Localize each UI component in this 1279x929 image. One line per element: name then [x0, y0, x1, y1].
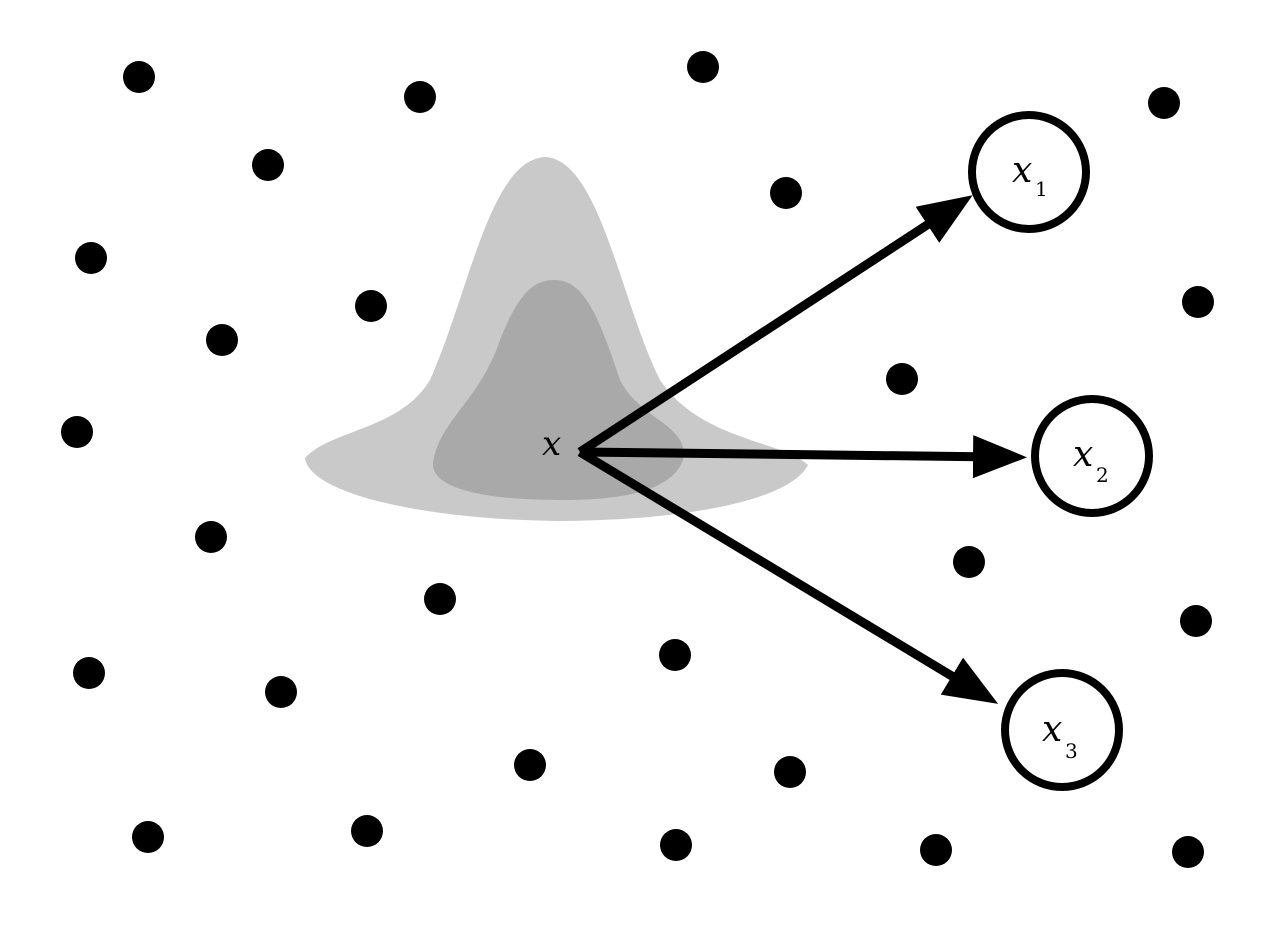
- target-label: x: [1073, 434, 1093, 475]
- data-point: [774, 756, 806, 788]
- target-node-x3: x 3: [1001, 669, 1123, 791]
- data-point: [252, 149, 284, 181]
- arrow-to-x3: [577, 448, 999, 704]
- data-point: [1172, 836, 1204, 868]
- target-subscript: 1: [1035, 177, 1048, 201]
- target-subscript: 2: [1096, 463, 1109, 487]
- target-subscript: 3: [1065, 739, 1078, 763]
- data-point: [1148, 87, 1180, 119]
- data-point: [195, 521, 227, 553]
- data-point: [514, 749, 546, 781]
- data-point: [1180, 605, 1212, 637]
- data-point: [73, 657, 105, 689]
- target-label: x: [1042, 709, 1062, 750]
- data-point: [659, 639, 691, 671]
- data-point: [206, 324, 238, 356]
- arrows: [577, 195, 1027, 704]
- data-point: [1182, 286, 1214, 318]
- data-point: [404, 81, 436, 113]
- data-point: [61, 416, 93, 448]
- background-points: [61, 51, 1214, 868]
- data-point: [351, 815, 383, 847]
- center-label: x: [542, 424, 561, 464]
- data-point: [424, 583, 456, 615]
- target-node-x2: x 2: [1031, 395, 1153, 517]
- data-point: [660, 829, 692, 861]
- arrow-to-x1: [577, 195, 973, 456]
- target-label: x: [1012, 150, 1032, 191]
- data-point: [770, 177, 802, 209]
- data-point: [355, 290, 387, 322]
- arrow-to-x2: [579, 435, 1027, 479]
- target-node-x1: x 1: [968, 111, 1090, 233]
- data-point: [886, 363, 918, 395]
- inner-density-region: [432, 280, 684, 500]
- data-point: [687, 51, 719, 83]
- data-point: [75, 242, 107, 274]
- data-point: [123, 61, 155, 93]
- data-point: [132, 821, 164, 853]
- data-point: [920, 834, 952, 866]
- data-point: [265, 676, 297, 708]
- data-point: [953, 546, 985, 578]
